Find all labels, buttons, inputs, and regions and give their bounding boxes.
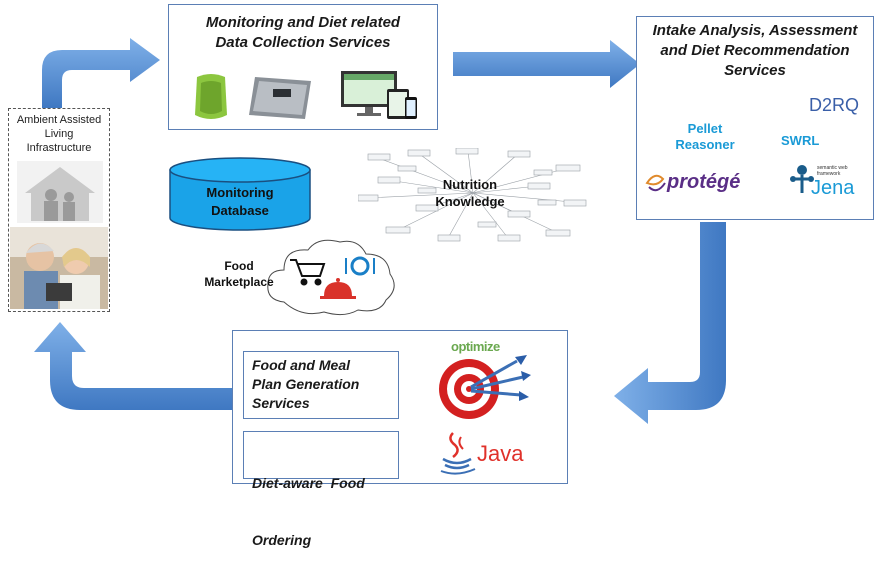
d2rq-label: D2RQ (809, 95, 860, 115)
plate-icon (345, 256, 375, 276)
optimize-label: optimize (451, 339, 500, 354)
pellet-reasoner-label: Pellet Reasoner (665, 121, 745, 153)
intake-analysis-title: Intake Analysis, Assessment and Diet Rec… (637, 21, 873, 81)
ambient-label: Ambient Assisted Living Infrastructure (9, 113, 109, 155)
nutrition-label-line-2: Knowledge (435, 194, 505, 209)
intake-analysis-node: Intake Analysis, Assessment and Diet Rec… (636, 16, 874, 220)
intake-title-line-3: Services (724, 62, 786, 79)
jena-label: Jena (811, 177, 855, 199)
arrow-intake-to-mealplan (614, 222, 726, 424)
intake-title-line-2: and Diet Recommendation (660, 42, 850, 59)
meal-ordering-container: Food and Meal Plan Generation Services D… (232, 330, 568, 548)
db-label-line-1: Monitoring (206, 185, 274, 200)
meal-plan-title: Food and Meal Plan Generation Services (252, 356, 398, 413)
smart-scale-icon (249, 77, 311, 119)
diet-aware-ordering-node: Diet-aware Food Ordering (243, 431, 399, 548)
monitoring-database-cylinder (169, 157, 311, 231)
food-ordering-title: Diet-aware Food Ordering (252, 436, 398, 588)
fitness-band-icon (195, 74, 227, 119)
jena-caption-line-2: framework (817, 171, 841, 177)
pellet-line-2: Reasoner (675, 137, 735, 152)
java-cup-icon (440, 432, 476, 475)
shopping-cart-icon (290, 259, 326, 286)
java-label: Java (477, 441, 524, 466)
ambient-label-line-1: Ambient Assisted (16, 114, 102, 126)
monitoring-database-label: Monitoring Database (176, 184, 304, 220)
monitoring-services-title: Monitoring and Diet related Data Collect… (169, 13, 437, 53)
devices-icon (341, 71, 417, 119)
marketplace-label-line-1: Food (224, 259, 254, 273)
house-illustration (17, 161, 103, 223)
monitoring-services-node: Monitoring and Diet related Data Collect… (168, 4, 438, 130)
jena-logo-icon (790, 165, 814, 193)
food-ordering-line-1: Diet-aware Food (252, 475, 365, 491)
nutrition-label-line-1: Nutrition (442, 177, 498, 192)
protege-logo-icon (645, 174, 666, 192)
elderly-couple-photo (10, 227, 108, 309)
flow-arrows (34, 38, 726, 424)
db-label-line-2: Database (211, 203, 269, 218)
monitoring-title-line-1: Monitoring and Diet related (205, 14, 401, 31)
jena-caption: semantic web framework (817, 165, 848, 177)
arrow-monitoring-to-intake (453, 40, 640, 88)
ambient-label-line-3: Infrastructure (26, 142, 92, 154)
meal-plan-line-3: Services (252, 395, 310, 411)
protege-label: protégé (667, 171, 741, 193)
food-marketplace-label: Food Marketplace (196, 258, 282, 290)
ambient-assisted-living-node: Ambient Assisted Living Infrastructure (8, 108, 110, 312)
nutrition-ontology-graph (358, 148, 587, 242)
ambient-label-line-2: Living (44, 128, 74, 140)
food-ordering-line-2: Ordering (252, 532, 312, 548)
swrl-label: SWRL (781, 133, 820, 148)
meal-plan-line-2: Plan Generation (252, 376, 360, 392)
jena-caption-line-1: semantic web (817, 165, 848, 171)
nutrition-knowledge-label: Nutrition Knowledge (420, 176, 520, 210)
pellet-line-1: Pellet (687, 121, 723, 136)
food-marketplace-cloud (267, 239, 395, 316)
arrow-mealplan-to-ambient (34, 322, 232, 410)
marketplace-label-line-2: Marketplace (204, 275, 274, 289)
monitoring-title-line-2: Data Collection Services (215, 34, 391, 51)
intake-title-line-1: Intake Analysis, Assessment (652, 22, 858, 39)
cloche-icon (320, 278, 356, 299)
meal-plan-line-1: Food and Meal (252, 357, 350, 373)
optimize-target-icon (439, 355, 531, 419)
arrow-ambient-to-monitoring (42, 38, 160, 108)
meal-plan-generation-node: Food and Meal Plan Generation Services (243, 351, 399, 419)
